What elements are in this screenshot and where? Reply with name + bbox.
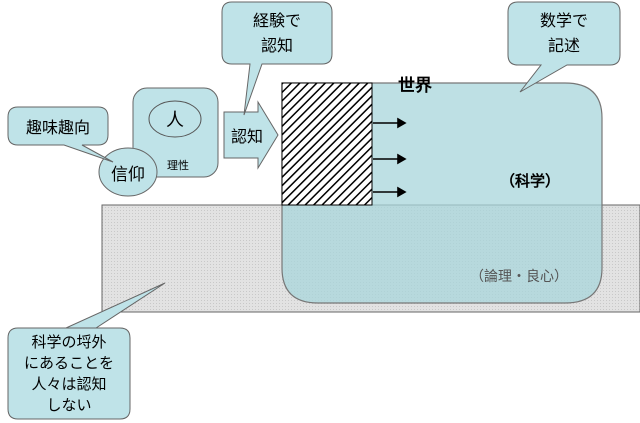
arrow-icon — [373, 117, 407, 198]
callout-outside-line: しない — [46, 396, 92, 414]
logic-conscience-label: （論理・良心） — [470, 269, 568, 285]
callout-outside-line: 科学の埒外 — [31, 333, 107, 351]
cognition-arrow-label: 認知 — [230, 127, 263, 146]
callout-math-text: 数学で 記述 — [508, 4, 620, 62]
callout-experience-shape — [221, 1, 333, 116]
callout-math-line: 数学で — [539, 11, 588, 30]
person-ellipse — [148, 100, 202, 138]
callout-outside-shape — [7, 282, 166, 420]
belief-label: 信仰 — [111, 164, 145, 185]
callout-outside-text: 科学の埒外 にあることを 人々は認知 しない — [8, 331, 130, 417]
callout-experience-line: 認知 — [260, 36, 293, 55]
callout-outside-line: にあることを — [23, 354, 114, 372]
callout-experience-text: 経験で 認知 — [222, 4, 332, 62]
callout-hobby-shape — [7, 106, 114, 163]
reason-label: 理性 — [167, 159, 189, 172]
callout-math-line: 記述 — [547, 36, 580, 55]
person-label: 人 — [166, 110, 184, 131]
callout-experience-line: 経験で — [252, 11, 301, 30]
hatched-region — [281, 82, 373, 206]
callout-outside-line: 人々は認知 — [31, 375, 107, 393]
science-label: （科学） — [500, 172, 561, 190]
world-label: 世界 — [398, 76, 432, 96]
callout-math-shape — [507, 1, 621, 93]
cognition-block-arrow — [223, 100, 279, 170]
callout-hobby-text: 趣味趣向 — [25, 118, 90, 137]
belief-circle — [98, 147, 158, 197]
